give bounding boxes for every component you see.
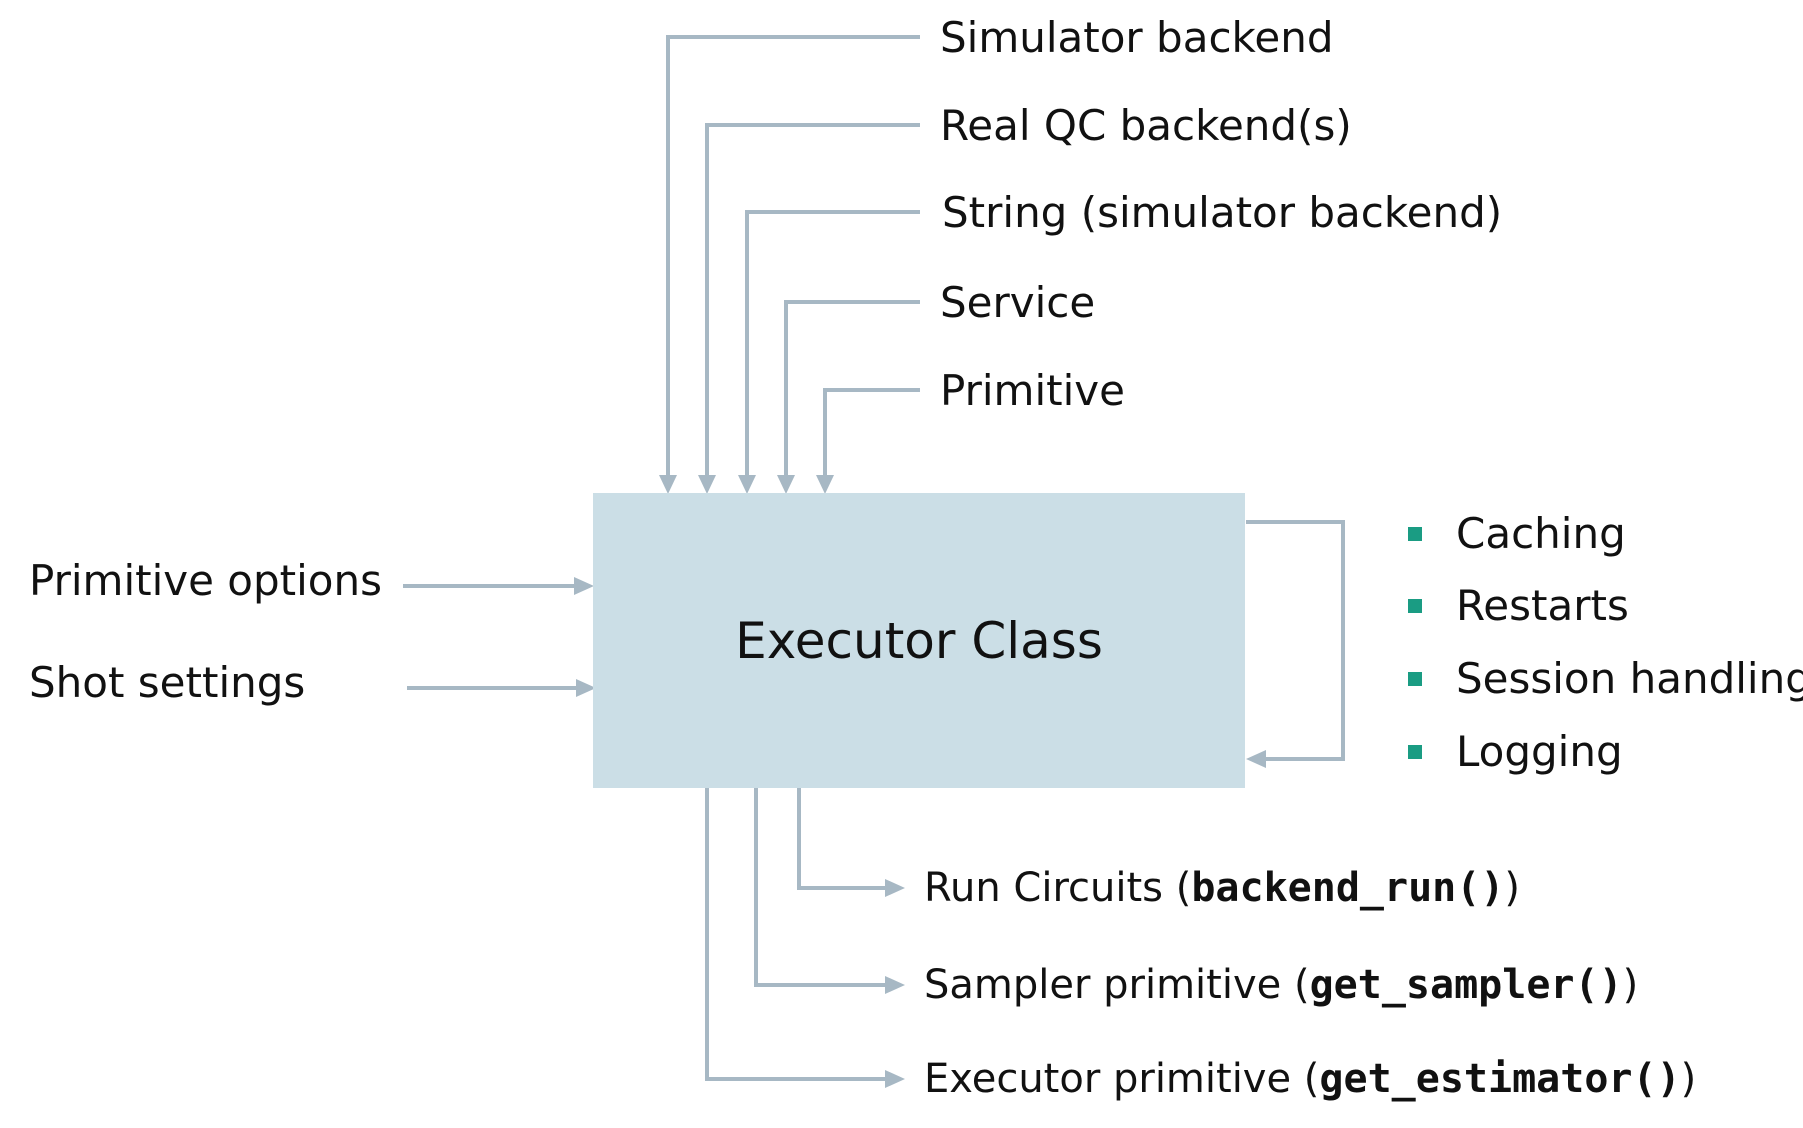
output-prefix: Run Circuits ( (924, 865, 1192, 911)
feature-label: Caching (1456, 509, 1626, 558)
output-code: backend_run() (1191, 865, 1505, 911)
arrowhead-primitive-options (574, 577, 594, 595)
feature-label: Logging (1456, 727, 1623, 776)
arrowhead-service (777, 475, 795, 494)
executor-class-title: Executor Class (735, 611, 1103, 670)
output-prefix: Sampler primitive ( (924, 962, 1310, 1008)
arrowhead-shot-settings (576, 679, 596, 697)
arrowhead-real-qc-backends (698, 475, 716, 494)
output-suffix: ) (1680, 1056, 1697, 1102)
label-string-simulator-backend: String (simulator backend) (942, 188, 1503, 237)
arrowhead-self-loop (1246, 750, 1266, 768)
arrowhead-sampler-primitive (885, 976, 905, 994)
connector-simulator-backend (666, 35, 920, 480)
feature-session-handling: Session handling (1408, 658, 1803, 700)
square-bullet-icon (1408, 745, 1422, 759)
connector-real-qc-backends (705, 123, 920, 480)
feature-label: Session handling (1456, 654, 1803, 703)
label-sampler-primitive: Sampler primitive (get_sampler()) (924, 965, 1638, 1005)
connector-service (784, 300, 920, 480)
label-real-qc-backends: Real QC backend(s) (940, 101, 1352, 150)
output-suffix: ) (1622, 962, 1639, 1008)
label-simulator-backend: Simulator backend (940, 13, 1334, 62)
label-shot-settings: Shot settings (29, 658, 306, 707)
arrowhead-executor-primitive (885, 1070, 905, 1088)
label-run-circuits: Run Circuits (backend_run()) (924, 868, 1520, 908)
connector-string-simulator-backend (745, 210, 920, 480)
connector-self-loop (1246, 520, 1345, 761)
square-bullet-icon (1408, 672, 1422, 686)
output-prefix: Executor primitive ( (924, 1056, 1320, 1102)
arrowhead-string-simulator-backend (738, 475, 756, 494)
feature-logging: Logging (1408, 731, 1623, 773)
square-bullet-icon (1408, 599, 1422, 613)
arrowhead-simulator-backend (659, 475, 677, 494)
connector-executor-primitive (705, 788, 893, 1081)
output-suffix: ) (1504, 865, 1521, 911)
connector-primitive (823, 388, 920, 480)
feature-caching: Caching (1408, 513, 1626, 555)
arrowhead-primitive (816, 475, 834, 494)
square-bullet-icon (1408, 527, 1422, 541)
label-primitive-options: Primitive options (29, 556, 382, 605)
feature-restarts: Restarts (1408, 585, 1629, 627)
output-code: get_estimator() (1319, 1056, 1681, 1102)
label-primitive: Primitive (940, 366, 1125, 415)
connector-run-circuits (797, 788, 893, 890)
label-service: Service (940, 278, 1096, 327)
feature-label: Restarts (1456, 581, 1629, 630)
output-code: get_sampler() (1309, 962, 1623, 1008)
connector-sampler-primitive (754, 788, 893, 987)
arrowhead-run-circuits (885, 879, 905, 897)
label-executor-primitive: Executor primitive (get_estimator()) (924, 1059, 1696, 1099)
executor-class-box: Executor Class (593, 493, 1245, 788)
